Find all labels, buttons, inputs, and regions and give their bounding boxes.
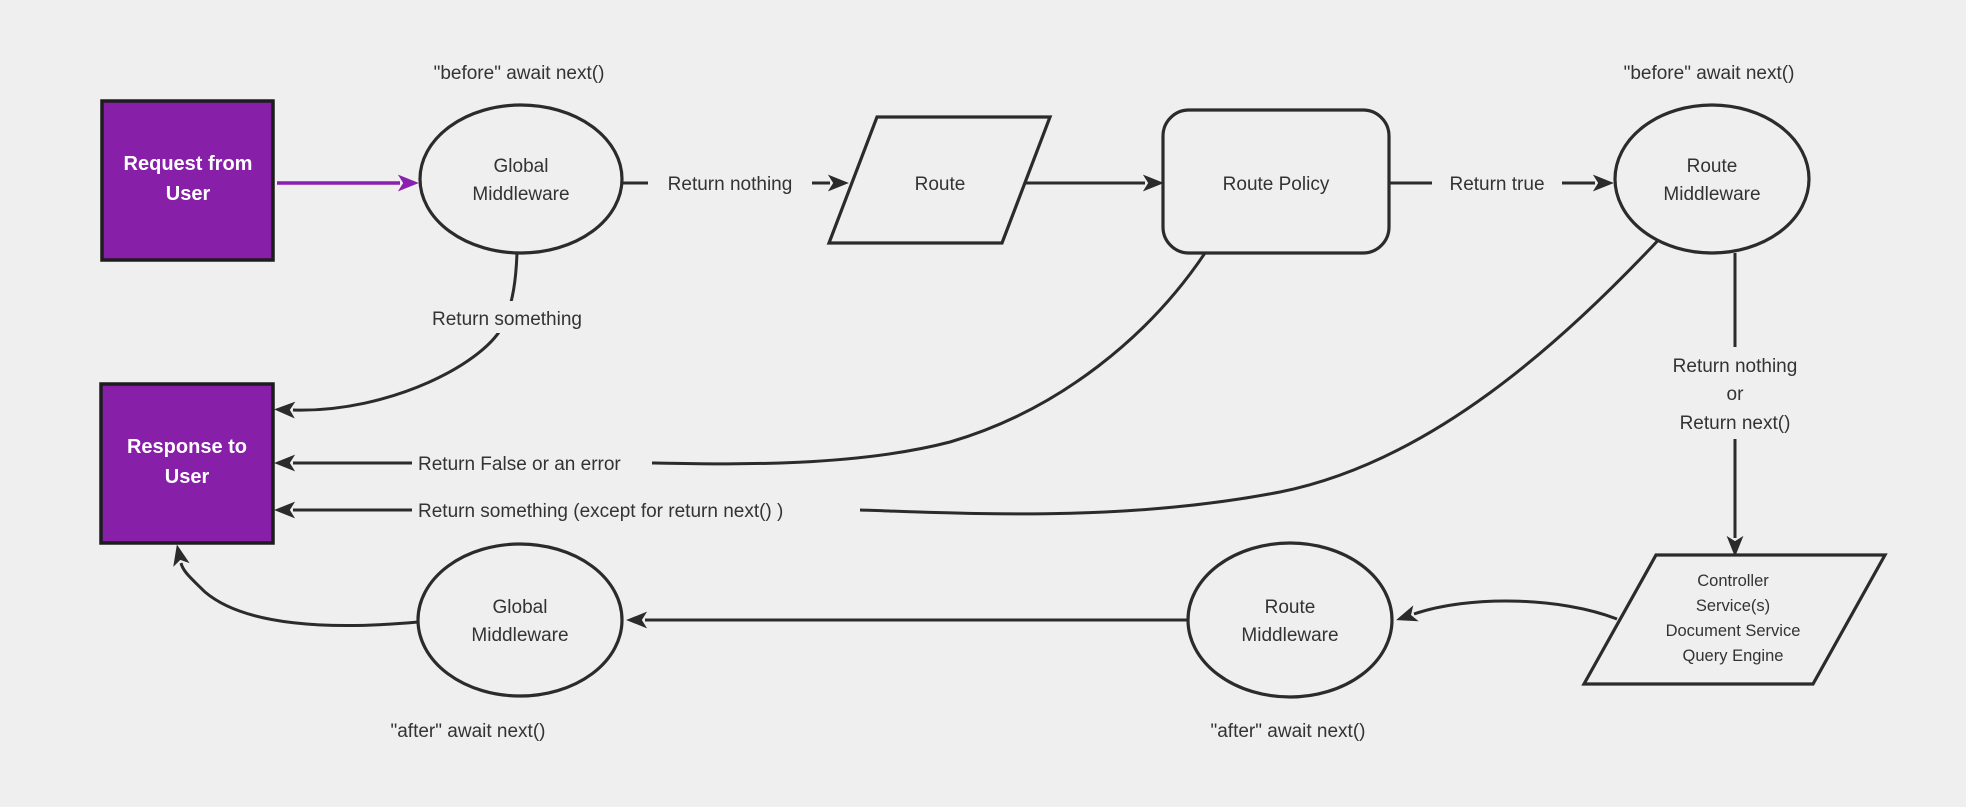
- route-policy-label: Route Policy: [1223, 174, 1330, 195]
- edge-controller-to-route-middleware-after: [1396, 599, 1618, 622]
- node-route: [826, 115, 1053, 245]
- edge-global-middleware-after-to-response: [173, 544, 419, 627]
- label-bg-return-nothing: [648, 167, 812, 199]
- label-bg-return-true: [1432, 167, 1562, 199]
- global-middleware-top-line1: Global: [494, 156, 549, 177]
- node-global-middleware-top: [418, 103, 624, 255]
- global-middleware-bottom-line1: Global: [493, 597, 548, 618]
- controller-line3: Document Service: [1666, 622, 1801, 640]
- route-label: Route: [915, 174, 966, 195]
- request-label-line1: Request from: [124, 153, 253, 175]
- request-label-line2: User: [166, 183, 211, 205]
- route-middleware-bottom-line1: Route: [1265, 597, 1316, 618]
- route-middleware-top-line1: Route: [1687, 156, 1738, 177]
- node-route-middleware-bottom: [1186, 541, 1394, 699]
- response-label-line2: User: [165, 466, 210, 488]
- label-before-await-next-left: "before" await next(): [434, 63, 605, 84]
- label-bg-return-nothing-or: [1646, 347, 1824, 439]
- label-bg-return-something: [408, 301, 606, 333]
- edge-route-policy-return-false-to-response: [274, 252, 1207, 472]
- label-return-nothing-or-line2: or: [1727, 384, 1745, 405]
- node-global-middleware-bottom: [416, 542, 624, 698]
- label-after-await-next-left: "after" await next(): [391, 721, 546, 742]
- route-middleware-bottom-line2: Middleware: [1241, 625, 1338, 646]
- label-return-false-or-error: Return False or an error: [418, 454, 621, 475]
- node-response-to-user: [99, 382, 275, 545]
- global-middleware-top-line2: Middleware: [472, 184, 569, 205]
- node-request-from-user: [100, 99, 275, 262]
- label-return-true: Return true: [1449, 174, 1544, 195]
- label-return-something-except: Return something (except for return next…: [418, 501, 783, 522]
- label-return-something: Return something: [432, 309, 582, 330]
- label-bg-return-false: [412, 448, 652, 480]
- node-route-policy: [1161, 108, 1391, 255]
- label-before-await-next-right: "before" await next(): [1624, 63, 1795, 84]
- label-after-await-next-right: "after" await next(): [1211, 721, 1366, 742]
- global-middleware-bottom-line2: Middleware: [471, 625, 568, 646]
- controller-line2: Service(s): [1696, 597, 1770, 615]
- label-return-nothing-or-line1: Return nothing: [1673, 356, 1798, 377]
- label-return-nothing: Return nothing: [668, 174, 793, 195]
- controller-line4: Query Engine: [1683, 647, 1784, 665]
- label-return-nothing-or-line3: Return next(): [1680, 413, 1791, 434]
- response-label-line1: Response to: [127, 436, 247, 458]
- node-controller-services: [1581, 553, 1888, 686]
- edge-route-middleware-return-something-to-response: [274, 231, 1667, 519]
- edge-global-middleware-return-something-to-response: [274, 252, 519, 419]
- node-route-middleware-top: [1613, 103, 1811, 255]
- controller-line1: Controller: [1697, 572, 1769, 590]
- label-bg-return-except: [412, 495, 860, 527]
- route-middleware-top-line2: Middleware: [1663, 184, 1760, 205]
